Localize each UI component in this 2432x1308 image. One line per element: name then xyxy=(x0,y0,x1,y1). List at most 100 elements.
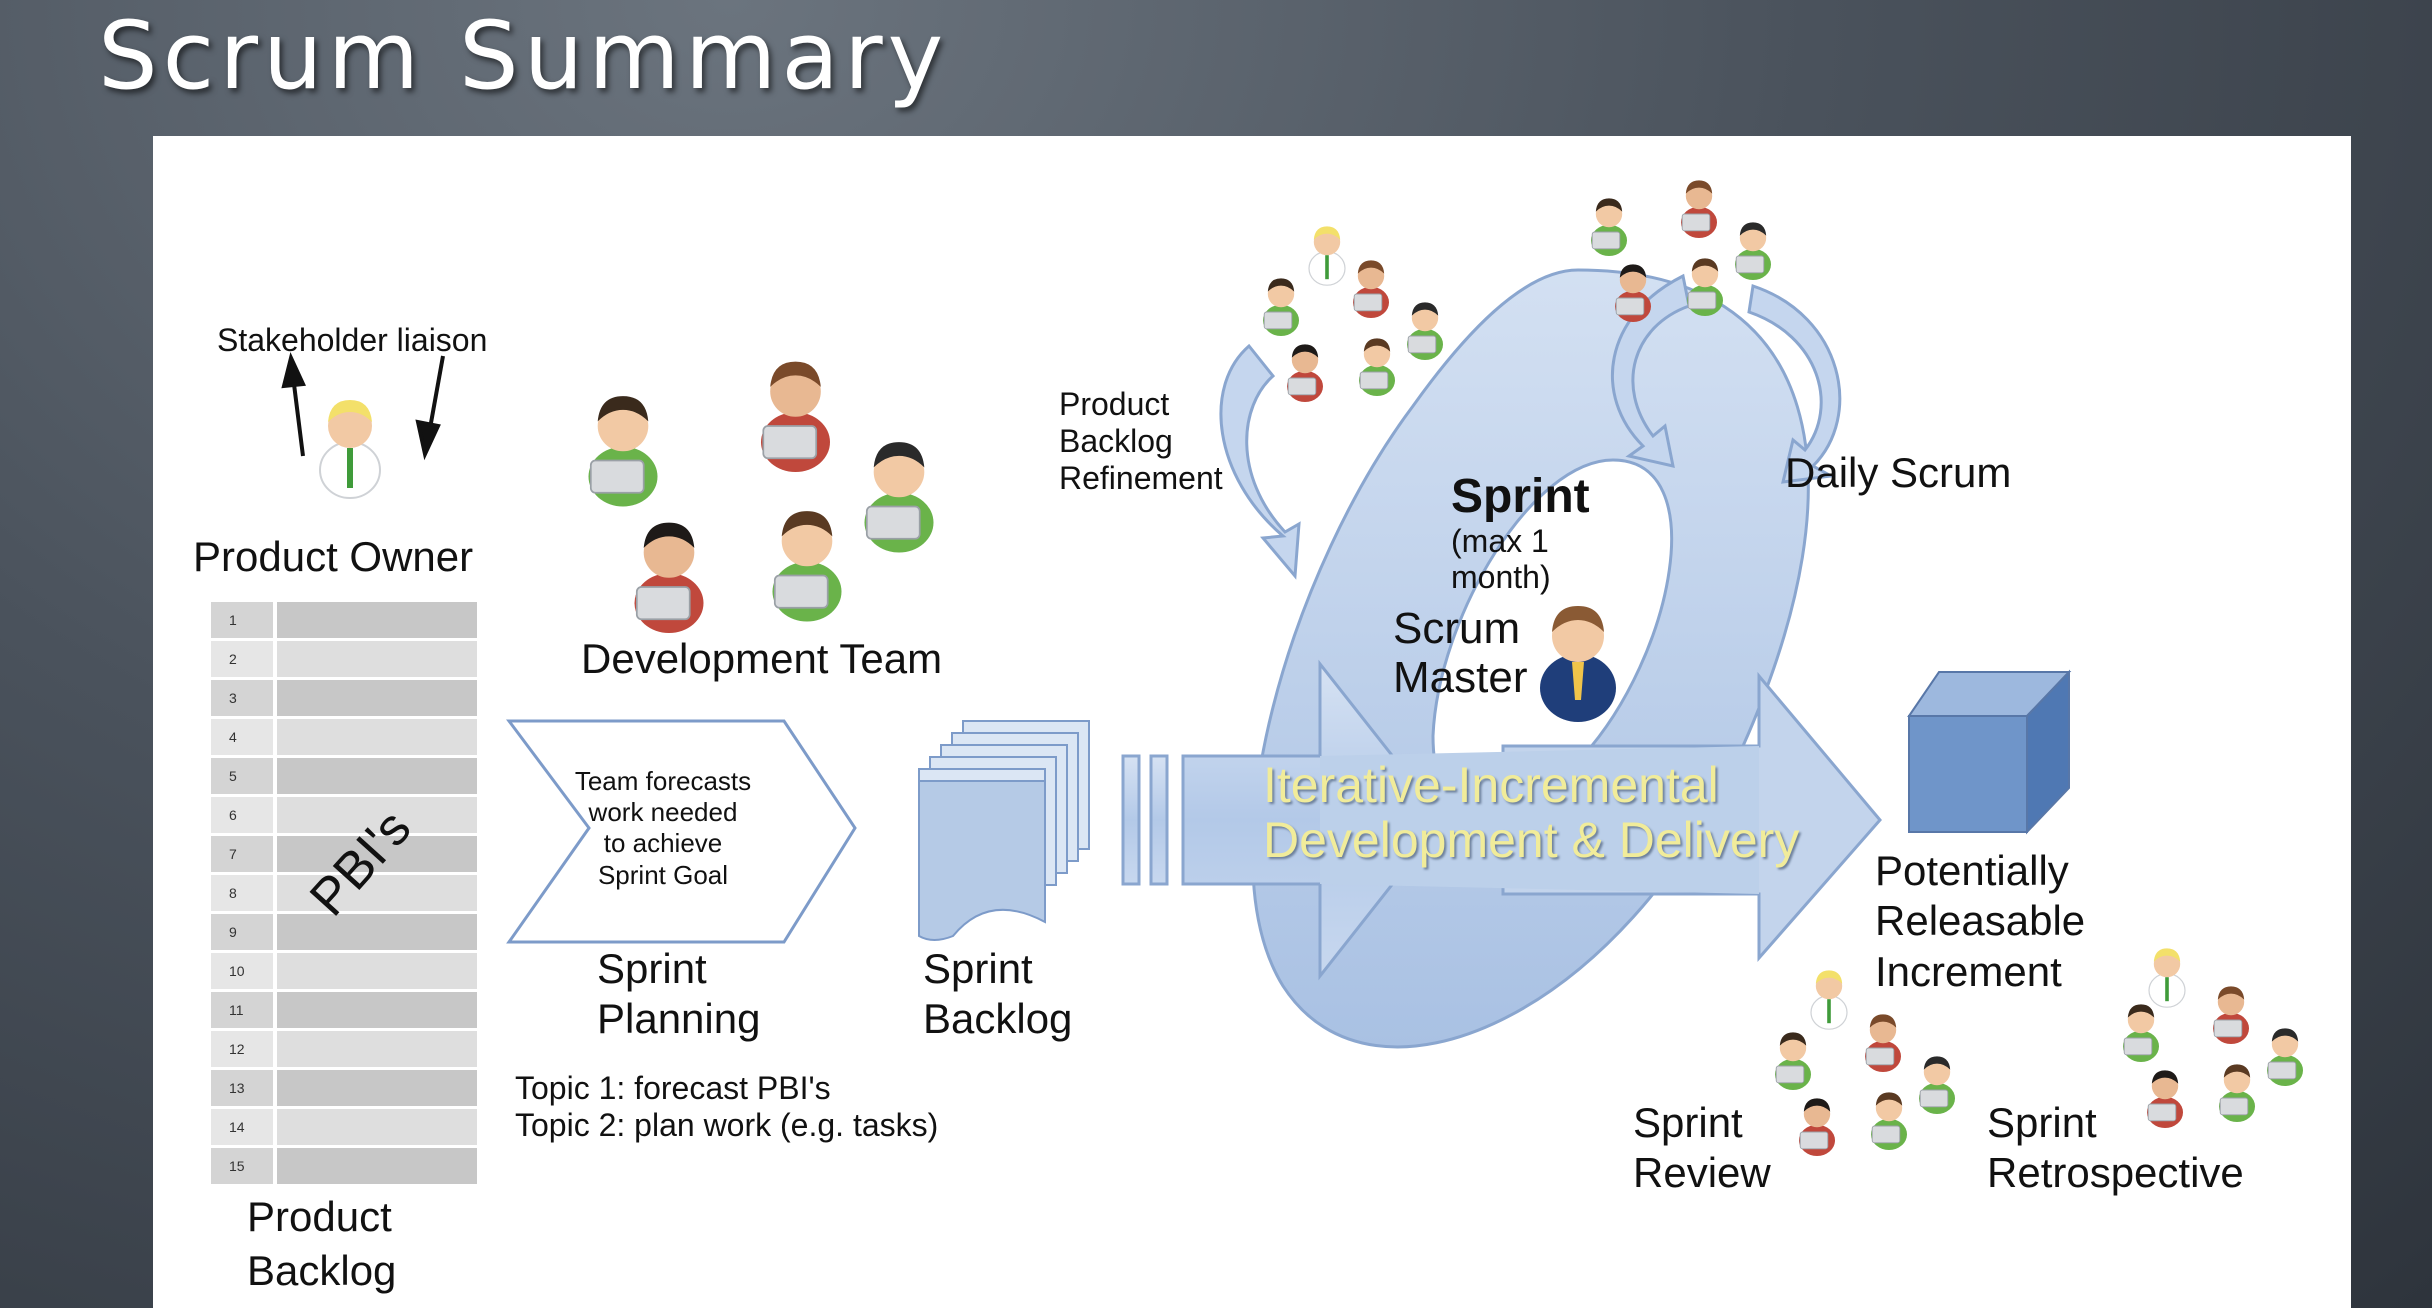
backlog-row: 2 xyxy=(211,641,477,677)
team-member-icon xyxy=(1681,180,1717,238)
topic-2: Topic 2: plan work (e.g. tasks) xyxy=(515,1107,939,1144)
delivery-arrow-text: Iterative-Incremental Development & Deli… xyxy=(1263,757,1800,868)
backlog-row-number: 11 xyxy=(211,992,273,1028)
team-member-icon xyxy=(1871,1092,1907,1150)
backlog-row-number: 15 xyxy=(211,1148,273,1184)
team-member-icon xyxy=(1407,302,1443,360)
backlog-row-bar xyxy=(277,641,477,677)
backlog-row: 10 xyxy=(211,953,477,989)
daily-scrum-cycle xyxy=(1611,273,1842,484)
team-lead-icon xyxy=(1810,970,1848,1030)
scrum-master-label: Scrum Master xyxy=(1393,604,1528,703)
team-member-icon xyxy=(2219,1064,2255,1122)
backlog-row: 5 xyxy=(211,758,477,794)
backlog-row-number: 14 xyxy=(211,1109,273,1145)
backlog-row-bar xyxy=(277,875,477,911)
backlog-row: 4 xyxy=(211,719,477,755)
backlog-row: 11 xyxy=(211,992,477,1028)
backlog-row-number: 13 xyxy=(211,1070,273,1106)
team-member-icon xyxy=(1687,258,1723,316)
scrum-master-avatar xyxy=(1540,606,1616,722)
product-owner-label: Product Owner xyxy=(193,533,474,580)
increment-label: Potentially Releasable Increment xyxy=(1875,847,2086,995)
backlog-row-bar xyxy=(277,1148,477,1184)
backlog-row-number: 5 xyxy=(211,758,273,794)
backlog-row-bar xyxy=(277,758,477,794)
backlog-row-number: 6 xyxy=(211,797,273,833)
backlog-row: 7 xyxy=(211,836,477,872)
review-team-avatars xyxy=(1775,1014,1955,1156)
team-lead-icon xyxy=(1308,226,1346,286)
backlog-row-number: 12 xyxy=(211,1031,273,1067)
backlog-row-number: 3 xyxy=(211,680,273,716)
slide-title: Scrum Summary xyxy=(98,2,949,111)
planning-text-line: Team forecasts xyxy=(574,766,752,796)
daily-scrum-avatars xyxy=(1591,180,1771,322)
refinement-label: Product Backlog Refinement xyxy=(1059,386,1223,497)
backlog-row-number: 8 xyxy=(211,875,273,911)
sprint-planning-label: Sprint Planning xyxy=(597,945,761,1043)
team-member-icon xyxy=(1775,1032,1811,1090)
team-member-icon xyxy=(1919,1056,1955,1114)
backlog-row: 12 xyxy=(211,1031,477,1067)
backlog-row-number: 4 xyxy=(211,719,273,755)
backlog-row: 6 xyxy=(211,797,477,833)
backlog-row-bar xyxy=(277,953,477,989)
backlog-row-number: 10 xyxy=(211,953,273,989)
topic-1: Topic 1: forecast PBI's xyxy=(515,1070,831,1106)
backlog-row-bar xyxy=(277,1109,477,1145)
diagram-shapes xyxy=(281,180,2303,1156)
sprint-review-label: Sprint Review xyxy=(1633,1099,1771,1197)
backlog-row-bar xyxy=(277,992,477,1028)
backlog-row: 1 xyxy=(211,602,477,638)
planning-text-line: Sprint Goal xyxy=(597,859,729,890)
development-team-avatars xyxy=(588,361,934,633)
team-member-icon xyxy=(1799,1098,1835,1156)
retro-team-avatars xyxy=(2123,986,2303,1128)
team-member-icon xyxy=(1865,1014,1901,1072)
backlog-row: 13 xyxy=(211,1070,477,1106)
refinement-team-avatars xyxy=(1263,226,2186,1030)
backlog-row: 15 xyxy=(211,1148,477,1184)
team-member-icon xyxy=(772,511,842,622)
team-member-icon xyxy=(1615,264,1651,322)
team-member-icon xyxy=(634,522,704,633)
backlog-row: 9 xyxy=(211,914,477,950)
delivery-arrow xyxy=(1121,659,1882,981)
team-member-icon xyxy=(2267,1028,2303,1086)
team-member-icon xyxy=(588,396,658,507)
team-member-icon xyxy=(2123,1004,2159,1062)
sprint-title: Sprint xyxy=(1451,470,1590,523)
backlog-row-number: 7 xyxy=(211,836,273,872)
sprint-planning-arrow xyxy=(506,719,857,944)
team-member-icon xyxy=(2147,1070,2183,1128)
team-member-icon xyxy=(1735,222,1771,280)
team-member-icon xyxy=(1263,278,1299,336)
team-member-icon xyxy=(864,442,934,553)
daily-scrum-label: Daily Scrum xyxy=(1785,449,2012,496)
backlog-row-bar xyxy=(277,1031,477,1067)
backlog-row-bar xyxy=(277,680,477,716)
team-member-icon xyxy=(1359,338,1395,396)
team-member-icon xyxy=(1287,344,1323,402)
team-lead-icon xyxy=(2148,948,2186,1008)
product-backlog-label: Product Backlog xyxy=(247,1193,397,1294)
sprint-retrospective-label: Sprint Retrospective xyxy=(1987,1099,2244,1197)
backlog-row-number: 9 xyxy=(211,914,273,950)
sprint-planning-topics: Topic 1: forecast PBI's Topic 2: plan wo… xyxy=(515,1070,938,1144)
backlog-row-bar xyxy=(277,602,477,638)
product-owner-avatar xyxy=(319,400,381,499)
backlog-row-number: 2 xyxy=(211,641,273,677)
backlog-row-bar xyxy=(277,1070,477,1106)
team-member-icon xyxy=(1353,260,1389,318)
development-team-label: Development Team xyxy=(581,635,943,682)
backlog-row-bar xyxy=(277,836,477,872)
sprint-backlog-label: Sprint Backlog xyxy=(923,945,1073,1043)
backlog-row: 14 xyxy=(211,1109,477,1145)
backlog-row-bar xyxy=(277,797,477,833)
backlog-row-bar xyxy=(277,914,477,950)
planning-text-line: to achieve xyxy=(603,828,723,859)
backlog-row: 3 xyxy=(211,680,477,716)
